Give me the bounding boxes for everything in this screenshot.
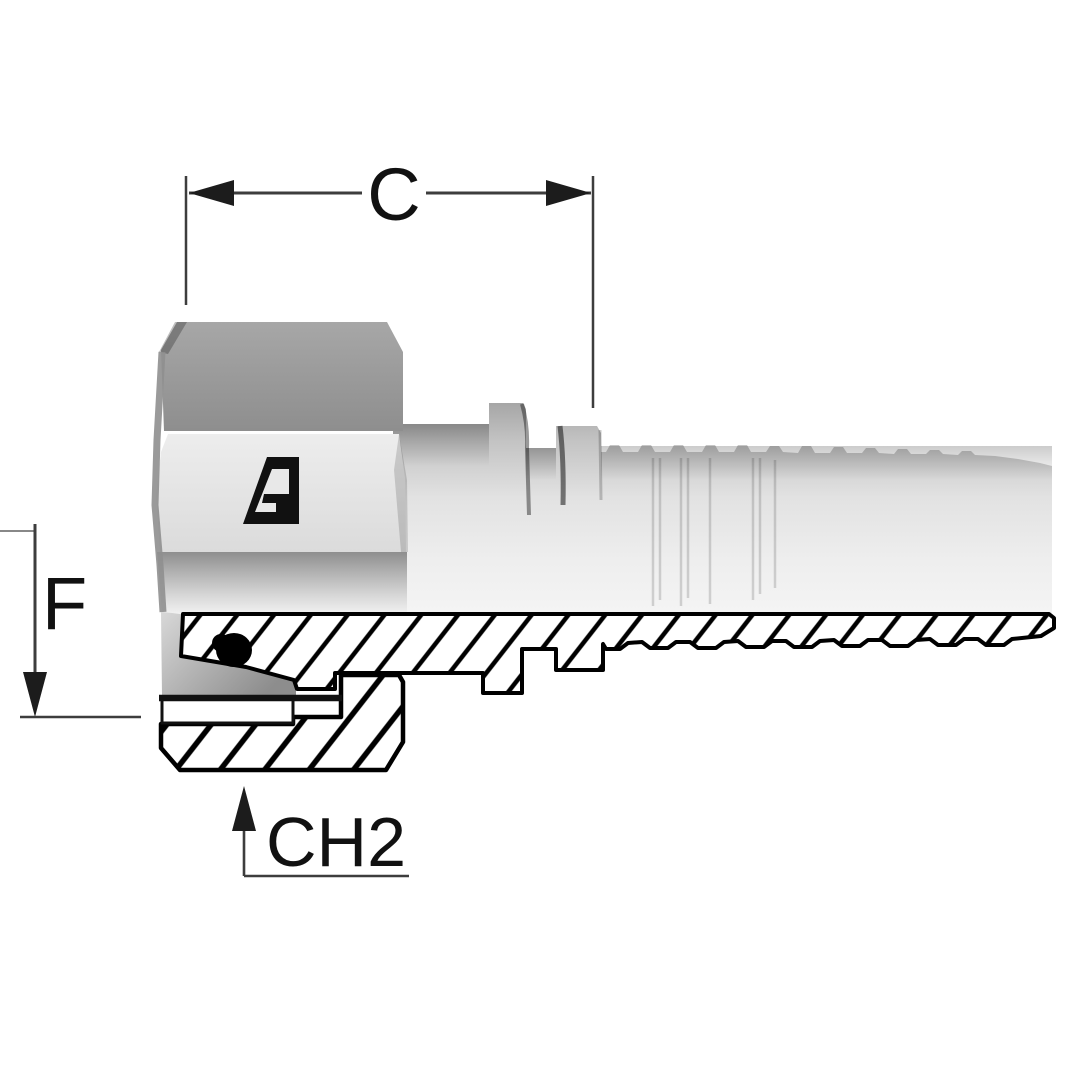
nut-cone-interior [161, 612, 296, 696]
dim-c-label: C [367, 153, 420, 236]
dimension-f: F [0, 524, 141, 719]
collar2-edge-shade [557, 425, 566, 506]
swivel-nut [151, 322, 408, 613]
nut-top-facet [161, 322, 403, 431]
hose-tail-body [393, 403, 1052, 613]
thread-bore [160, 696, 295, 725]
nut-right-edge-shade [394, 434, 408, 552]
dim-c-arrow-right [546, 180, 591, 206]
nut-left-edge [151, 351, 167, 613]
stem-wall-section [179, 612, 1056, 695]
nut-lower-band [157, 552, 407, 613]
alfagomma-logo [243, 457, 299, 524]
collar2-right-shade [598, 429, 603, 501]
body-profile [393, 403, 1052, 613]
dim-f-label: F [42, 562, 87, 645]
collar1-edge-shade [520, 403, 531, 516]
dimension-ch2: CH2 [232, 786, 409, 881]
dimension-c: C [184, 153, 595, 408]
groove-shade [526, 448, 556, 480]
dim-ch2-arrow-up [232, 786, 256, 831]
shank-top-shade [601, 446, 1052, 480]
dim-f-arrow-down [23, 672, 47, 717]
dim-c-arrow-left [189, 180, 234, 206]
section-cutaway [158, 612, 1056, 773]
logo-g-bar [262, 494, 289, 512]
dim-ch2-label: CH2 [266, 803, 406, 881]
nut-corner-shade [159, 322, 187, 354]
oring-seal [212, 633, 252, 667]
barb-corrugation-lines [651, 458, 777, 606]
nut-wall-section [158, 672, 406, 773]
neck-top-shade [393, 424, 489, 466]
